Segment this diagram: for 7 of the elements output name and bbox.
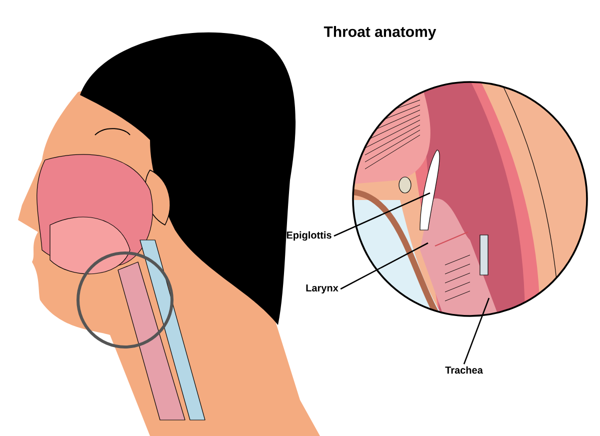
title: Throat anatomy xyxy=(324,26,436,40)
leader-line xyxy=(334,192,430,237)
part-label: Trachea xyxy=(445,366,483,374)
part-label: Epiglottis xyxy=(286,231,332,241)
leader-line xyxy=(463,298,490,364)
part-label: Larynx xyxy=(306,284,338,294)
leader-line xyxy=(340,242,428,290)
